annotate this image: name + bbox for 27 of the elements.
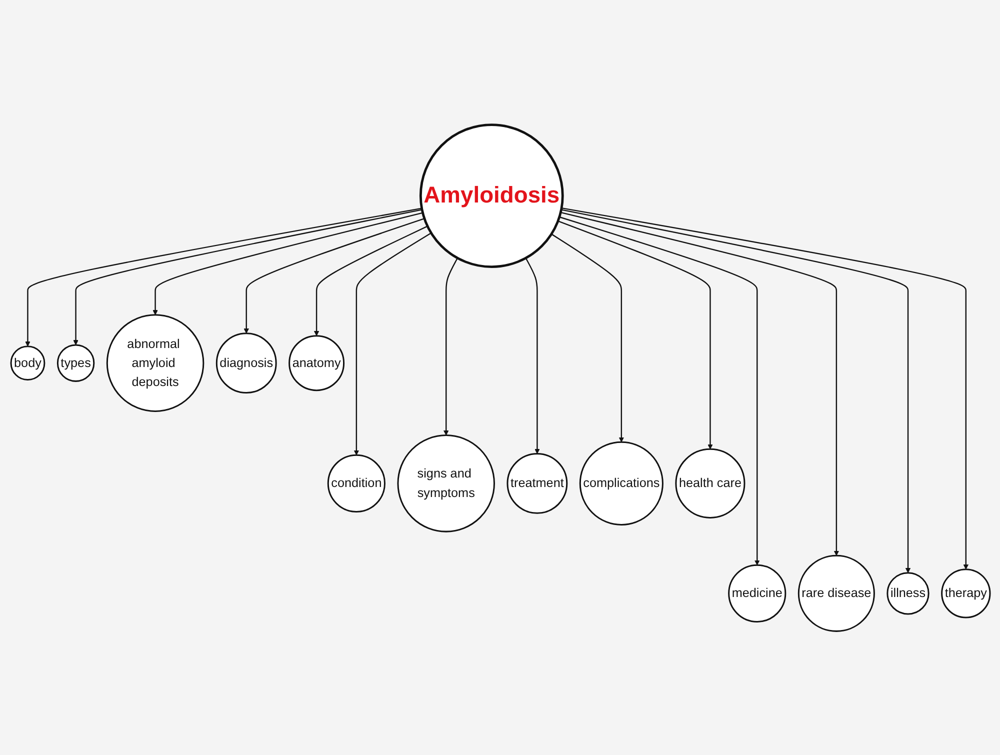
arrow — [524, 257, 540, 454]
node-circle: condition — [326, 454, 385, 512]
arrow — [558, 216, 760, 565]
arrow — [557, 220, 712, 449]
node-circle: types — [56, 344, 94, 382]
node-circle: therapy — [940, 568, 990, 618]
node-circle: rare disease — [797, 554, 874, 632]
arrow — [442, 257, 458, 436]
arrow — [560, 211, 839, 556]
node-circle: health care — [674, 448, 745, 518]
arrow — [243, 218, 424, 334]
node-circle: complications — [578, 440, 663, 525]
node-circle: Amyloidosis — [418, 123, 564, 268]
arrow — [313, 225, 428, 336]
node-circle: anatomy — [288, 334, 344, 391]
node-circle: medicine — [728, 564, 786, 622]
arrow — [550, 233, 624, 442]
arrow — [560, 208, 910, 573]
arrow — [560, 206, 968, 570]
node-circle: treatment — [506, 452, 568, 514]
node-circle: illness — [886, 572, 929, 614]
node-circle: signs and symptoms — [396, 434, 494, 532]
node-circle: body — [10, 345, 45, 380]
arrow — [152, 212, 422, 315]
arrow — [353, 232, 431, 455]
node-circle: abnormal amyloid deposits — [106, 314, 204, 412]
node-circle: diagnosis — [215, 332, 276, 394]
